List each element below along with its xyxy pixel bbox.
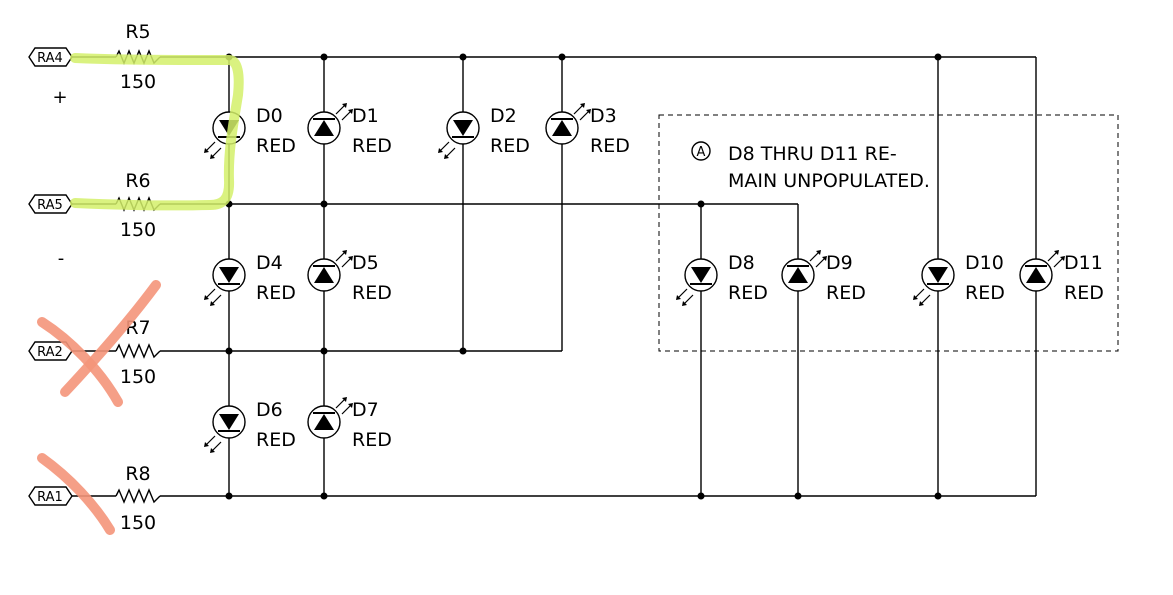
junction-dot [225, 347, 233, 355]
diode-color: RED [1064, 282, 1104, 304]
diode-ref: D3 [590, 105, 617, 127]
diode-ref: D0 [256, 105, 283, 127]
junction-dot [697, 492, 705, 500]
cross-out-r8 [37, 453, 115, 535]
port-ra1: RA1 [28, 486, 73, 506]
diode-color: RED [256, 429, 296, 451]
diodes: D0REDD1REDD2REDD3REDD4REDD5REDD6REDD7RED… [204, 103, 1104, 453]
resistor-ref: R6 [125, 170, 150, 192]
resistor-ref: R8 [125, 463, 150, 485]
diode-ref: D11 [1064, 252, 1103, 274]
note-unpopulated: A D8 THRU D11 RE- MAIN UNPOPULATED. [658, 114, 1119, 352]
junction-dot [320, 492, 328, 500]
cross-out-r7 [37, 280, 161, 407]
resistor-value: 150 [120, 71, 156, 93]
diode-ref: D10 [965, 252, 1004, 274]
junction-dot [794, 492, 802, 500]
diode-ref: D9 [826, 252, 853, 274]
junction-dot [320, 200, 328, 208]
minus-sign: - [58, 248, 65, 269]
junction-dot [225, 492, 233, 500]
resistor-value: 150 [120, 219, 156, 241]
diode-color: RED [590, 135, 630, 157]
unpopulated-region [658, 114, 1119, 352]
diode-ref: D8 [728, 252, 755, 274]
note-marker: A [697, 145, 706, 160]
diode-ref: D5 [352, 252, 379, 274]
diode-color: RED [728, 282, 768, 304]
diode-color: RED [490, 135, 530, 157]
diode-ref: D7 [352, 399, 379, 421]
diode-ref: D2 [490, 105, 517, 127]
diode-color: RED [352, 282, 392, 304]
diode-color: RED [965, 282, 1005, 304]
diode-color: RED [256, 135, 296, 157]
diode-color: RED [256, 282, 296, 304]
port-label: RA4 [37, 51, 63, 66]
diode-ref: D1 [352, 105, 379, 127]
highlight-annotation [70, 53, 244, 211]
resistor-ref: R5 [125, 21, 150, 43]
resistor-r8: R8 150 [115, 463, 161, 534]
junction-dot [320, 347, 328, 355]
junction-dot [459, 53, 467, 61]
junction-dot [934, 53, 942, 61]
diode-color: RED [826, 282, 866, 304]
diode-color: RED [352, 135, 392, 157]
diode-ref: D6 [256, 399, 283, 421]
diode-ref: D4 [256, 252, 283, 274]
junction-dot [934, 492, 942, 500]
diode-color: RED [352, 429, 392, 451]
note-line-1: D8 THRU D11 RE- [728, 143, 897, 165]
port-label: RA5 [37, 198, 63, 213]
junction-dot [320, 53, 328, 61]
resistor-r7: R7 150 [115, 317, 161, 388]
port-label: RA2 [37, 345, 63, 360]
port-ra4: RA4 [28, 47, 73, 67]
port-ra5: RA5 [28, 194, 73, 214]
junction-dot [697, 200, 705, 208]
resistor-value: 150 [120, 512, 156, 534]
junction-dot [558, 53, 566, 61]
plus-sign: + [52, 87, 67, 108]
note-line-2: MAIN UNPOPULATED. [728, 170, 930, 192]
resistor-value: 150 [120, 366, 156, 388]
port-label: RA1 [37, 490, 63, 505]
junction-dot [459, 347, 467, 355]
